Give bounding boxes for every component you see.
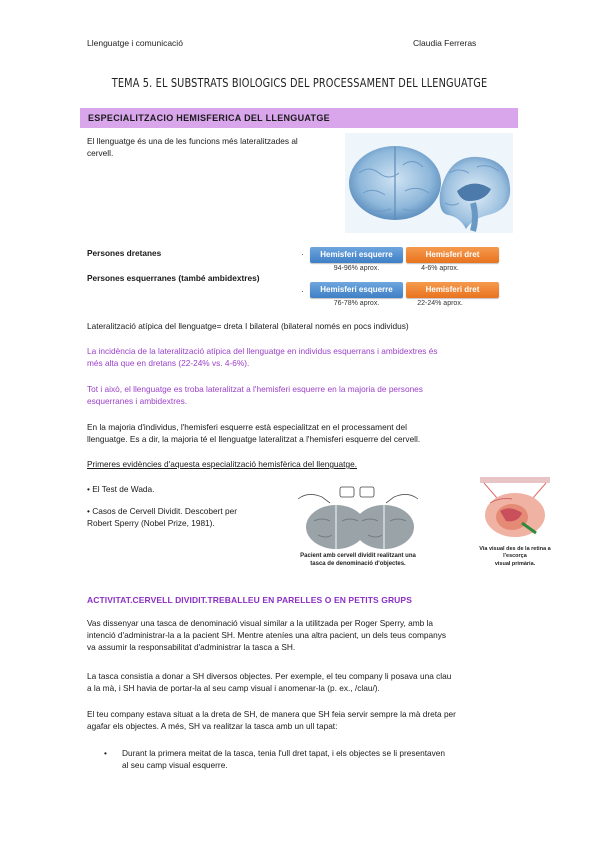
- right-handed-label: Persones dretanes: [87, 248, 162, 258]
- visual-pathway-caption: Via visual des de la retina a l'escorça …: [470, 546, 560, 568]
- split-brain-bullet: • Casos de Cervell Dividit. Descobert pe…: [87, 505, 277, 529]
- split-brain-line: • Casos de Cervell Dividit. Descobert pe…: [87, 506, 238, 516]
- row1-right-percent: 4-6% aprox.: [421, 265, 459, 272]
- list-item: Durant la primera meitat de la tasca, te…: [122, 747, 522, 771]
- list-item-line: Durant la primera meitat de la tasca, te…: [122, 748, 446, 758]
- row1-left-percent: 94-96% aprox.: [333, 265, 380, 272]
- caption-line: Via visual des de la retina a l'escorça: [479, 546, 551, 560]
- brain-image: [349, 146, 511, 232]
- activity-line: a la mà, i SH havia de portar-la al seu …: [87, 683, 380, 694]
- row2-dot: ·: [301, 287, 304, 296]
- activity-line: va assumir la responsabilitat d'administ…: [87, 642, 296, 653]
- left-handed-label: Persones esquerranes (també ambidextres): [87, 273, 260, 283]
- split-brain-caption: Pacient amb cervell dividit realitzant u…: [288, 552, 428, 568]
- lateralization-paragraph: Tot i això, el llenguatge es troba later…: [87, 383, 517, 407]
- brain-illustration: [345, 133, 513, 233]
- row2-left-percent: 76-78% aprox.: [333, 300, 380, 307]
- caption-line: tasca de denominació d'objectes.: [310, 561, 406, 568]
- incidence-line: La incidència de la lateralització atípi…: [87, 346, 438, 356]
- activity-heading: ACTIVITAT.CERVELL DIVIDIT.TREBALLEU EN P…: [87, 595, 412, 605]
- atypical-lateralization: Lateralització atípica del llenguatge= d…: [87, 321, 409, 331]
- header-course: Llenguatge i comunicació: [87, 38, 183, 48]
- list-bullet: •: [104, 748, 107, 758]
- incidence-line: més alta que en dretans (22-24% vs. 4-6%…: [87, 358, 250, 369]
- section-heading: ESPECIALITZACIO HEMISFERICA DEL LLENGUAT…: [80, 108, 518, 128]
- majority-line: llenguatge. Es a dir, la majoria té el l…: [87, 434, 421, 445]
- visual-pathway-image: [480, 477, 550, 537]
- row1-right-hemisphere-badge: Hemisferi dret: [406, 247, 499, 263]
- split-brain-line: Robert Sperry (Nobel Prize, 1981).: [87, 518, 215, 529]
- activity-paragraph-3: El teu company estava situat a la dreta …: [87, 708, 517, 732]
- intro-paragraph: El llenguatge és una de les funcions més…: [87, 135, 337, 159]
- activity-line: intenció d'administrar-la a la pacient S…: [87, 630, 447, 641]
- activity-line: Vas dissenyar una tasca de denominació v…: [87, 618, 434, 628]
- activity-paragraph-2: La tasca consistia a donar a SH diversos…: [87, 670, 517, 694]
- evidence-heading: Primeres evidències d'aquesta especialit…: [87, 459, 357, 469]
- majority-line: En la majoria d'individus, l'hemisferi e…: [87, 422, 407, 432]
- majority-paragraph: En la majoria d'individus, l'hemisferi e…: [87, 421, 517, 445]
- intro-line: cervell.: [87, 148, 114, 159]
- intro-line: El llenguatge és una de les funcions més…: [87, 136, 298, 146]
- activity-paragraph-1: Vas dissenyar una tasca de denominació v…: [87, 617, 517, 653]
- caption-line: Pacient amb cervell dividit realitzant u…: [300, 553, 416, 560]
- incidence-paragraph: La incidència de la lateralització atípi…: [87, 345, 517, 369]
- split-brain-image: [297, 486, 419, 549]
- caption-line: visual primària.: [494, 560, 536, 567]
- lateralization-line: esquerranes i ambidextres.: [87, 396, 188, 407]
- visual-pathway-illustration: Via visual des de la retina a l'escorça …: [470, 473, 560, 578]
- split-brain-illustration: Pacient amb cervell dividit realitzant u…: [288, 485, 428, 575]
- lateralization-line: Tot i això, el llenguatge es troba later…: [87, 384, 423, 394]
- row1-left-hemisphere-badge: Hemisferi esquerre: [310, 247, 403, 263]
- header-author: Claudia Ferreras: [413, 38, 477, 48]
- activity-line: El teu company estava situat a la dreta …: [87, 709, 456, 719]
- wada-test-bullet: • El Test de Wada.: [87, 484, 155, 494]
- page-title: TEMA 5. EL SUBSTRATS BIOLOGICS DEL PROCE…: [111, 75, 488, 90]
- row2-left-hemisphere-badge: Hemisferi esquerre: [310, 282, 403, 298]
- list-item-line: al seu camp visual esquerre.: [122, 760, 228, 771]
- activity-line: agafar els objectes. A més, SH va realit…: [87, 721, 338, 732]
- row1-dot: ·: [301, 250, 304, 259]
- row2-right-hemisphere-badge: Hemisferi dret: [406, 282, 499, 298]
- activity-line: La tasca consistia a donar a SH diversos…: [87, 671, 452, 681]
- row2-right-percent: 22-24% aprox.: [417, 300, 463, 307]
